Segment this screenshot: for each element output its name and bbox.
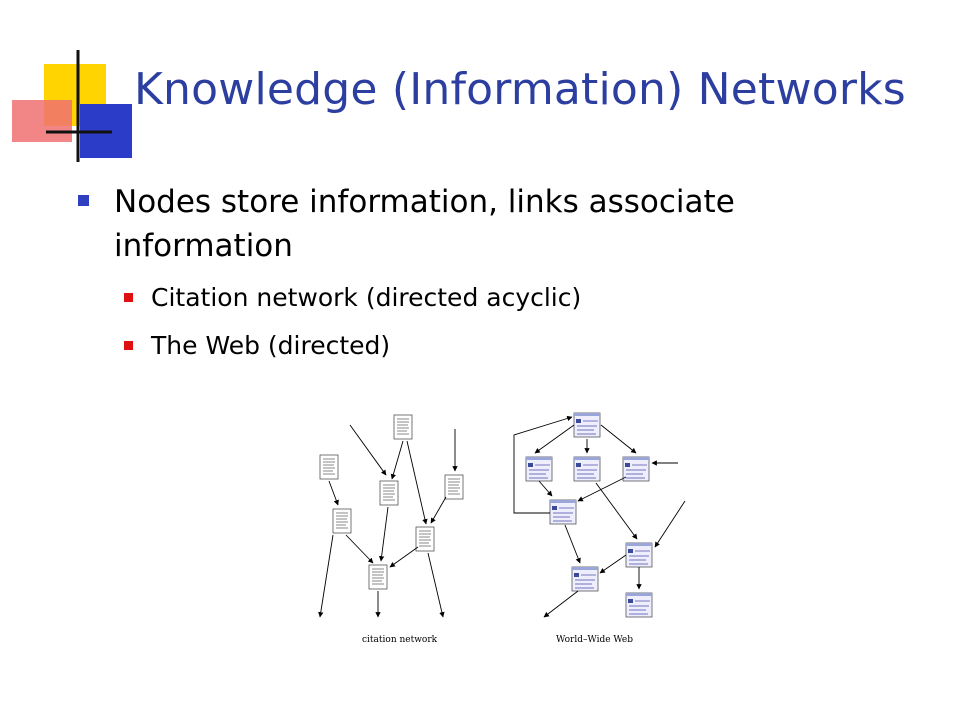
slide-logo [12, 50, 132, 162]
document-node-icon [393, 414, 413, 440]
web-page-node-icon [525, 456, 553, 482]
citation-network: citation network [318, 414, 464, 645]
sub-bullet-item: The Web (directed) [78, 328, 918, 364]
document-node-icon [332, 508, 352, 534]
logo-red-square [12, 100, 72, 142]
document-node-icon [368, 564, 388, 590]
network-diagram: citation network World–Wide Web [318, 412, 686, 645]
bullet-square-icon [78, 195, 89, 206]
caption-right: World–Wide Web [556, 635, 633, 645]
web-network: World–Wide Web [513, 412, 686, 645]
sub-bullet-item: Citation network (directed acyclic) [78, 280, 918, 316]
sub-bullet-text: The Web (directed) [151, 331, 391, 360]
web-page-node-icon [625, 592, 653, 618]
bullet-item: Nodes store information, links associate… [78, 180, 904, 268]
document-node-icon [379, 480, 399, 506]
slide-title: Knowledge (Information) Networks [134, 64, 906, 115]
document-node-icon [444, 474, 464, 500]
caption-left: citation network [362, 635, 438, 645]
document-node-icon [415, 526, 435, 552]
web-page-node-icon [571, 566, 599, 592]
bullet-text: Nodes store information, links associate… [114, 184, 735, 264]
sub-bullet-text: Citation network (directed acyclic) [151, 283, 582, 312]
web-page-node-icon [573, 456, 601, 482]
sub-bullet-square-icon [124, 341, 133, 350]
document-node-icon [319, 454, 339, 480]
web-page-node-icon [622, 456, 650, 482]
web-page-node-icon [625, 542, 653, 568]
bullet-list: Nodes store information, links associate… [78, 180, 918, 364]
sub-bullet-square-icon [124, 293, 133, 302]
web-page-node-icon [573, 412, 601, 438]
web-page-node-icon [549, 499, 577, 525]
